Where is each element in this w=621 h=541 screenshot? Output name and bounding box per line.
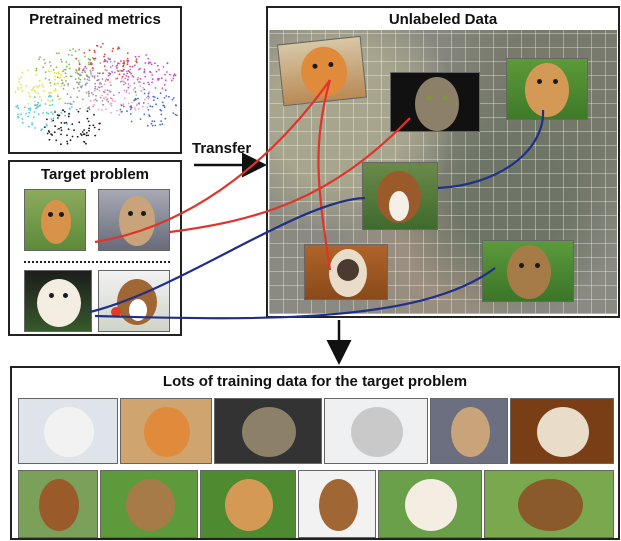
training-image: [510, 398, 614, 464]
training-image: [18, 398, 118, 464]
target-problem-title: Target problem: [40, 166, 150, 183]
target-dog-photo-1: [24, 270, 92, 332]
target-problem-panel: Target problem: [8, 160, 182, 336]
cat-link-line: [169, 117, 411, 234]
embedding-scatter-icon: [14, 42, 178, 146]
training-data-title: Lots of training data for the target pro…: [162, 373, 468, 390]
training-image: [378, 470, 482, 538]
unlabeled-data-title: Unlabeled Data: [388, 11, 498, 28]
unlabeled-cat-siamese: [304, 244, 388, 300]
cat-link-line: [317, 79, 332, 271]
unlabeled-dog-shiba: [506, 58, 588, 120]
training-image: [324, 398, 428, 464]
pretrained-metrics-title: Pretrained metrics: [29, 11, 161, 28]
unlabeled-dog-yorkie: [482, 240, 574, 302]
training-image: [18, 470, 98, 538]
unlabeled-dog-beagle: [362, 162, 438, 230]
training-image: [298, 470, 376, 538]
class-divider: [24, 261, 170, 263]
training-image: [100, 470, 198, 538]
training-image: [120, 398, 212, 464]
unlabeled-cat-tabby: [390, 72, 480, 132]
training-image: [214, 398, 322, 464]
training-image: [200, 470, 296, 538]
target-cat-photo-1: [24, 189, 86, 251]
dog-link-line: [89, 196, 366, 314]
dog-link-line: [437, 109, 545, 190]
cat-link-line: [94, 79, 331, 244]
dog-link-line: [94, 267, 496, 320]
training-image: [430, 398, 508, 464]
pretrained-metrics-panel: Pretrained metrics: [8, 6, 182, 154]
target-cat-photo-2: [98, 189, 170, 251]
transfer-label: Transfer: [192, 140, 252, 157]
training-image: [484, 470, 614, 538]
